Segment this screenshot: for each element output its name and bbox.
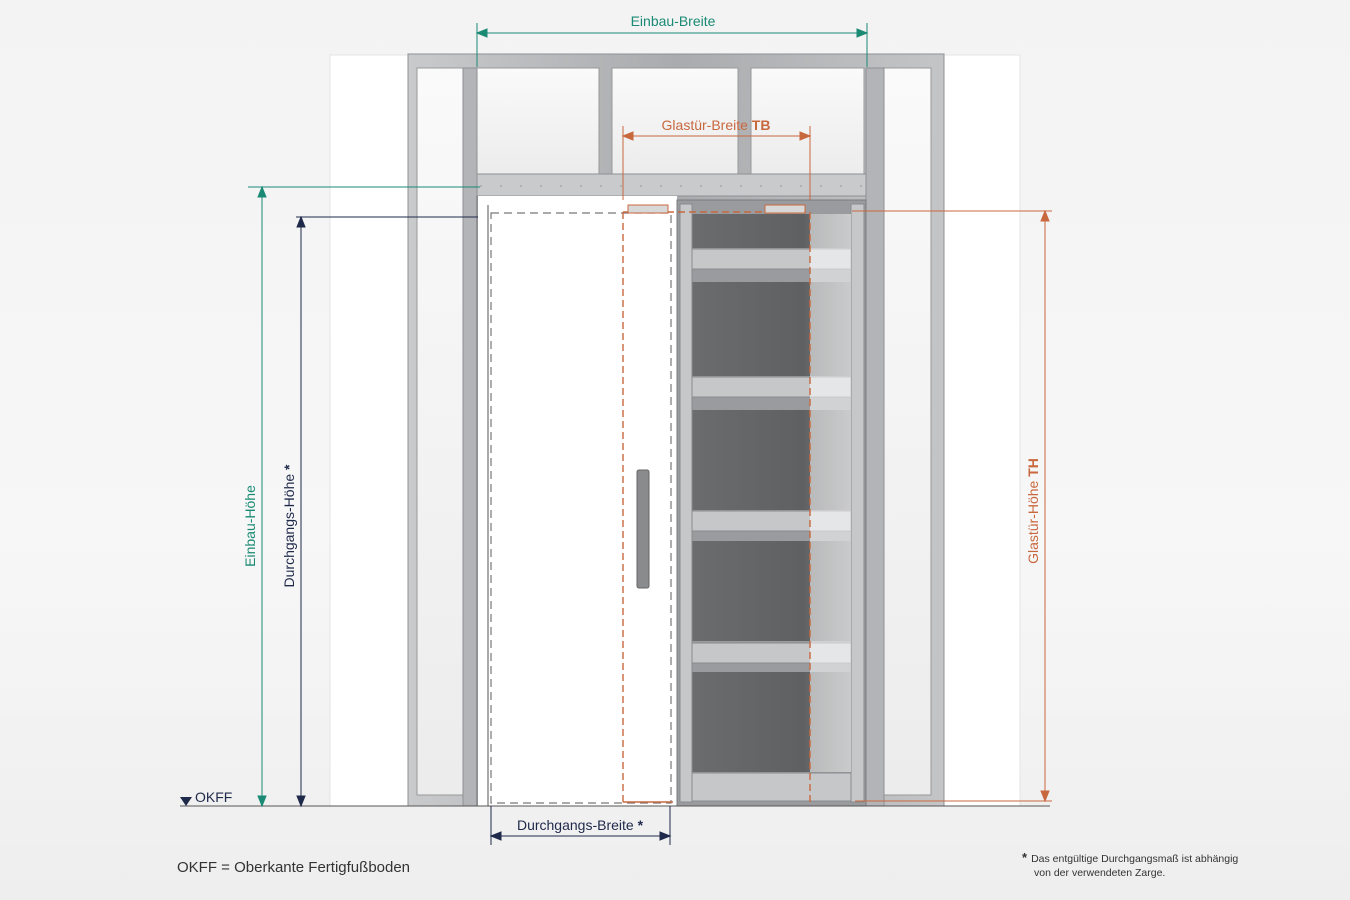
wall-left — [329, 54, 411, 807]
label-einbau-hoehe: Einbau-Höhe — [242, 485, 258, 567]
label-glastuer-breite: Glastür-Breite TB — [662, 117, 771, 133]
okff-legend-text: OKFF = Oberkante Fertigfußboden — [177, 859, 411, 876]
top-rail-clip — [764, 204, 806, 214]
footnote-line-1: Das entgültige Durchgangsmaß ist abhängi… — [1031, 853, 1239, 865]
dim-glastuer-hoehe — [852, 209, 1052, 803]
door-leaf-outline — [490, 212, 672, 804]
dim-durchgangs-breite — [489, 806, 672, 845]
door-handle — [636, 469, 650, 589]
dim-einbau-hoehe — [248, 185, 480, 808]
okff-legend: OKFF = Oberkante Fertigfußboden — [177, 859, 410, 876]
header-beam — [476, 173, 867, 197]
label-einbau-breite: Einbau-Breite — [631, 13, 716, 29]
down-triangle-icon — [180, 797, 192, 806]
label-glastuer-hoehe: Glastür-Höhe TH — [1025, 458, 1041, 564]
label-durchgangs-breite: Durchgangs-Breite * — [517, 817, 644, 833]
label-durchgangs-hoehe: Durchgangs-Höhe * — [281, 464, 297, 588]
side-panel-left — [416, 67, 464, 796]
top-rail-clip — [627, 204, 669, 214]
frame-post — [865, 67, 885, 807]
footnote-line-2: von der verwendeten Zarge. — [1034, 867, 1166, 879]
frame-post — [462, 67, 478, 807]
footnote: *Das entgültige Durchgangsmaß ist abhäng… — [1022, 851, 1342, 880]
transom-panel — [750, 67, 865, 175]
footnote-star: * — [1022, 850, 1028, 865]
label-okff: OKFF — [195, 789, 232, 805]
side-panel-right — [883, 67, 932, 796]
dim-glastuer-breite — [621, 126, 812, 200]
transom-panel — [476, 67, 600, 175]
dim-einbau-breite — [475, 23, 869, 67]
dim-durchgangs-hoehe — [296, 215, 478, 808]
wall-right — [941, 54, 1021, 807]
door-glass-visible — [810, 214, 851, 772]
transom-panel — [611, 67, 739, 175]
